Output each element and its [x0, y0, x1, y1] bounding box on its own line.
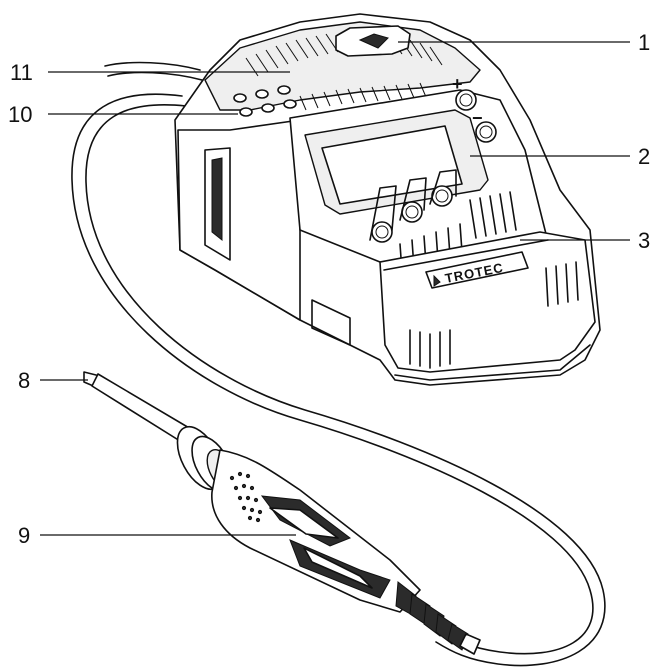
minus-symbol: − — [472, 108, 483, 128]
leader-lines — [40, 41, 630, 536]
callout-10: 10 — [8, 102, 32, 127]
station-body: + − — [174, 13, 601, 386]
callout-2: 2 — [638, 144, 650, 169]
plus-button[interactable] — [455, 89, 477, 111]
strain-relief — [395, 581, 481, 655]
power-cable — [71, 61, 606, 667]
grip-dots — [229, 471, 263, 523]
callout-1: 1 — [638, 30, 650, 55]
plus-symbol: + — [452, 74, 463, 94]
callout-8: 8 — [18, 368, 30, 393]
minus-button[interactable] — [475, 121, 497, 143]
base-vents — [409, 261, 579, 369]
callout-labels: 1 2 3 8 9 10 11 — [8, 30, 650, 548]
display-screen — [321, 125, 463, 205]
tip-holder-holes — [233, 85, 297, 117]
soldering-iron — [83, 371, 481, 655]
callout-9: 9 — [18, 523, 30, 548]
preset-buttons[interactable] — [371, 185, 453, 243]
callout-11: 11 — [10, 60, 33, 85]
callout-3: 3 — [638, 228, 650, 253]
